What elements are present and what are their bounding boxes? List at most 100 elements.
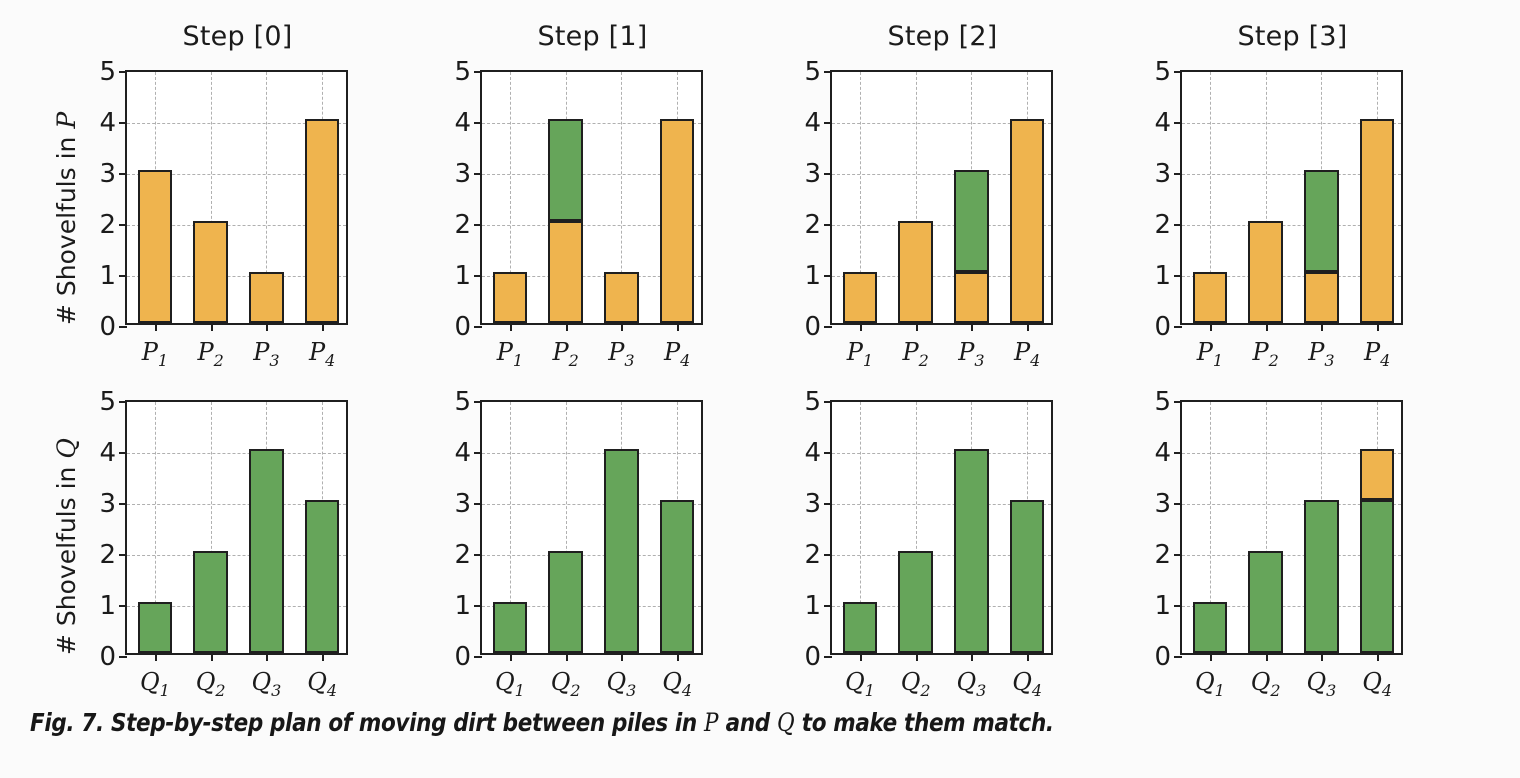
x-tick-label-subscript: 2	[1268, 350, 1279, 370]
bar-segment-orange	[604, 272, 639, 323]
bar-segment-green	[548, 551, 583, 653]
bar-segment-green	[1009, 500, 1045, 653]
x-tick-label-base: P	[552, 338, 569, 366]
bar	[548, 551, 583, 653]
bar-segment-green	[492, 602, 528, 653]
y-tick-mark	[824, 554, 832, 556]
y-tick-label: 5	[454, 387, 471, 417]
y-tick-mark	[824, 173, 832, 175]
x-tick-mark	[210, 323, 213, 331]
bar	[954, 449, 989, 653]
x-tick-label: Q1	[495, 669, 525, 704]
x-tick-label-base: P	[1252, 338, 1269, 366]
x-tick-label-subscript: 3	[624, 350, 635, 370]
y-tick-label: 2	[454, 540, 471, 570]
x-tick-label-subscript: 3	[1324, 350, 1335, 370]
x-tick-label-subscript: 1	[159, 680, 170, 700]
x-tick-label: Q2	[901, 669, 931, 704]
x-tick-label-base: P	[141, 338, 158, 366]
bar-segment-orange	[548, 221, 583, 323]
x-tick-label: Q3	[606, 669, 636, 704]
y-tick-label: 4	[804, 438, 821, 468]
x-tick-label-base: P	[1308, 338, 1325, 366]
y-tick-mark	[119, 122, 127, 124]
gridline-horizontal	[482, 453, 701, 454]
x-tick-label-subscript: 4	[1030, 350, 1041, 370]
x-tick-label-base: P	[496, 338, 513, 366]
x-tick-label: P2	[197, 339, 223, 374]
bar	[1359, 449, 1395, 653]
y-tick-label: 0	[804, 312, 821, 342]
y-tick-mark	[474, 122, 482, 124]
x-tick-label-subscript: 2	[1270, 680, 1281, 700]
x-tick-label: P2	[902, 339, 928, 374]
x-tick-label: Q4	[662, 669, 692, 704]
x-tick-mark	[1209, 653, 1212, 661]
caption-symbol-p: P	[704, 708, 719, 737]
bar	[548, 119, 583, 323]
y-tick-label: 5	[454, 57, 471, 87]
y-tick-label: 5	[1154, 387, 1171, 417]
x-tick-label: Q2	[551, 669, 581, 704]
x-tick-label-base: Q	[1194, 668, 1215, 696]
y-axis-label: # Shovelfuls in P	[52, 112, 81, 325]
y-tick-label: 3	[1154, 159, 1171, 189]
caption-text-3: to make them match.	[794, 708, 1054, 737]
x-tick-label-base: Q	[1250, 668, 1271, 696]
bar-segment-green	[1248, 551, 1283, 653]
y-tick-mark	[1174, 656, 1182, 658]
x-tick-mark	[1321, 653, 1324, 661]
y-tick-mark	[119, 275, 127, 277]
y-tick-mark	[824, 122, 832, 124]
y-tick-mark	[474, 326, 482, 328]
y-tick-mark	[474, 554, 482, 556]
bar	[842, 602, 878, 653]
x-tick-label-base: Q	[494, 668, 515, 696]
x-tick-label-subscript: 1	[157, 350, 169, 370]
y-tick-label: 2	[804, 540, 821, 570]
x-tick-mark	[971, 653, 974, 661]
y-tick-mark	[119, 224, 127, 226]
bar-segment-orange	[137, 170, 173, 323]
y-tick-label: 3	[804, 159, 821, 189]
y-tick-label: 5	[1154, 57, 1171, 87]
bar	[842, 272, 878, 323]
x-tick-mark	[1027, 323, 1030, 331]
x-tick-label-subscript: 1	[1214, 680, 1225, 700]
bar-segment-green	[954, 449, 989, 653]
x-tick-label-subscript: 2	[570, 680, 581, 700]
x-tick-label: P1	[142, 339, 168, 374]
bar-segment-orange	[1192, 272, 1228, 323]
caption-symbol-q: Q	[776, 708, 795, 737]
x-tick-label-base: P	[608, 338, 625, 366]
x-tick-mark	[677, 323, 680, 331]
bar	[1248, 551, 1283, 653]
x-tick-label-subscript: 4	[680, 350, 691, 370]
y-tick-label: 0	[454, 642, 471, 672]
x-tick-label-subscript: 2	[920, 680, 931, 700]
y-tick-mark	[824, 656, 832, 658]
x-tick-mark	[677, 653, 680, 661]
y-axis-label-text: # Shovelfuls in	[52, 136, 81, 325]
bar-segment-green	[548, 119, 583, 221]
x-tick-mark	[1377, 653, 1380, 661]
y-tick-mark	[474, 275, 482, 277]
bar-segment-green	[193, 551, 228, 653]
x-tick-label: P4	[1014, 339, 1040, 374]
y-tick-label: 1	[454, 591, 471, 621]
bar	[898, 551, 933, 653]
bar-segment-green	[898, 551, 933, 653]
y-tick-mark	[119, 71, 127, 73]
caption-text-2: and	[718, 708, 777, 737]
x-tick-label-base: Q	[1306, 668, 1327, 696]
y-tick-mark	[1174, 452, 1182, 454]
